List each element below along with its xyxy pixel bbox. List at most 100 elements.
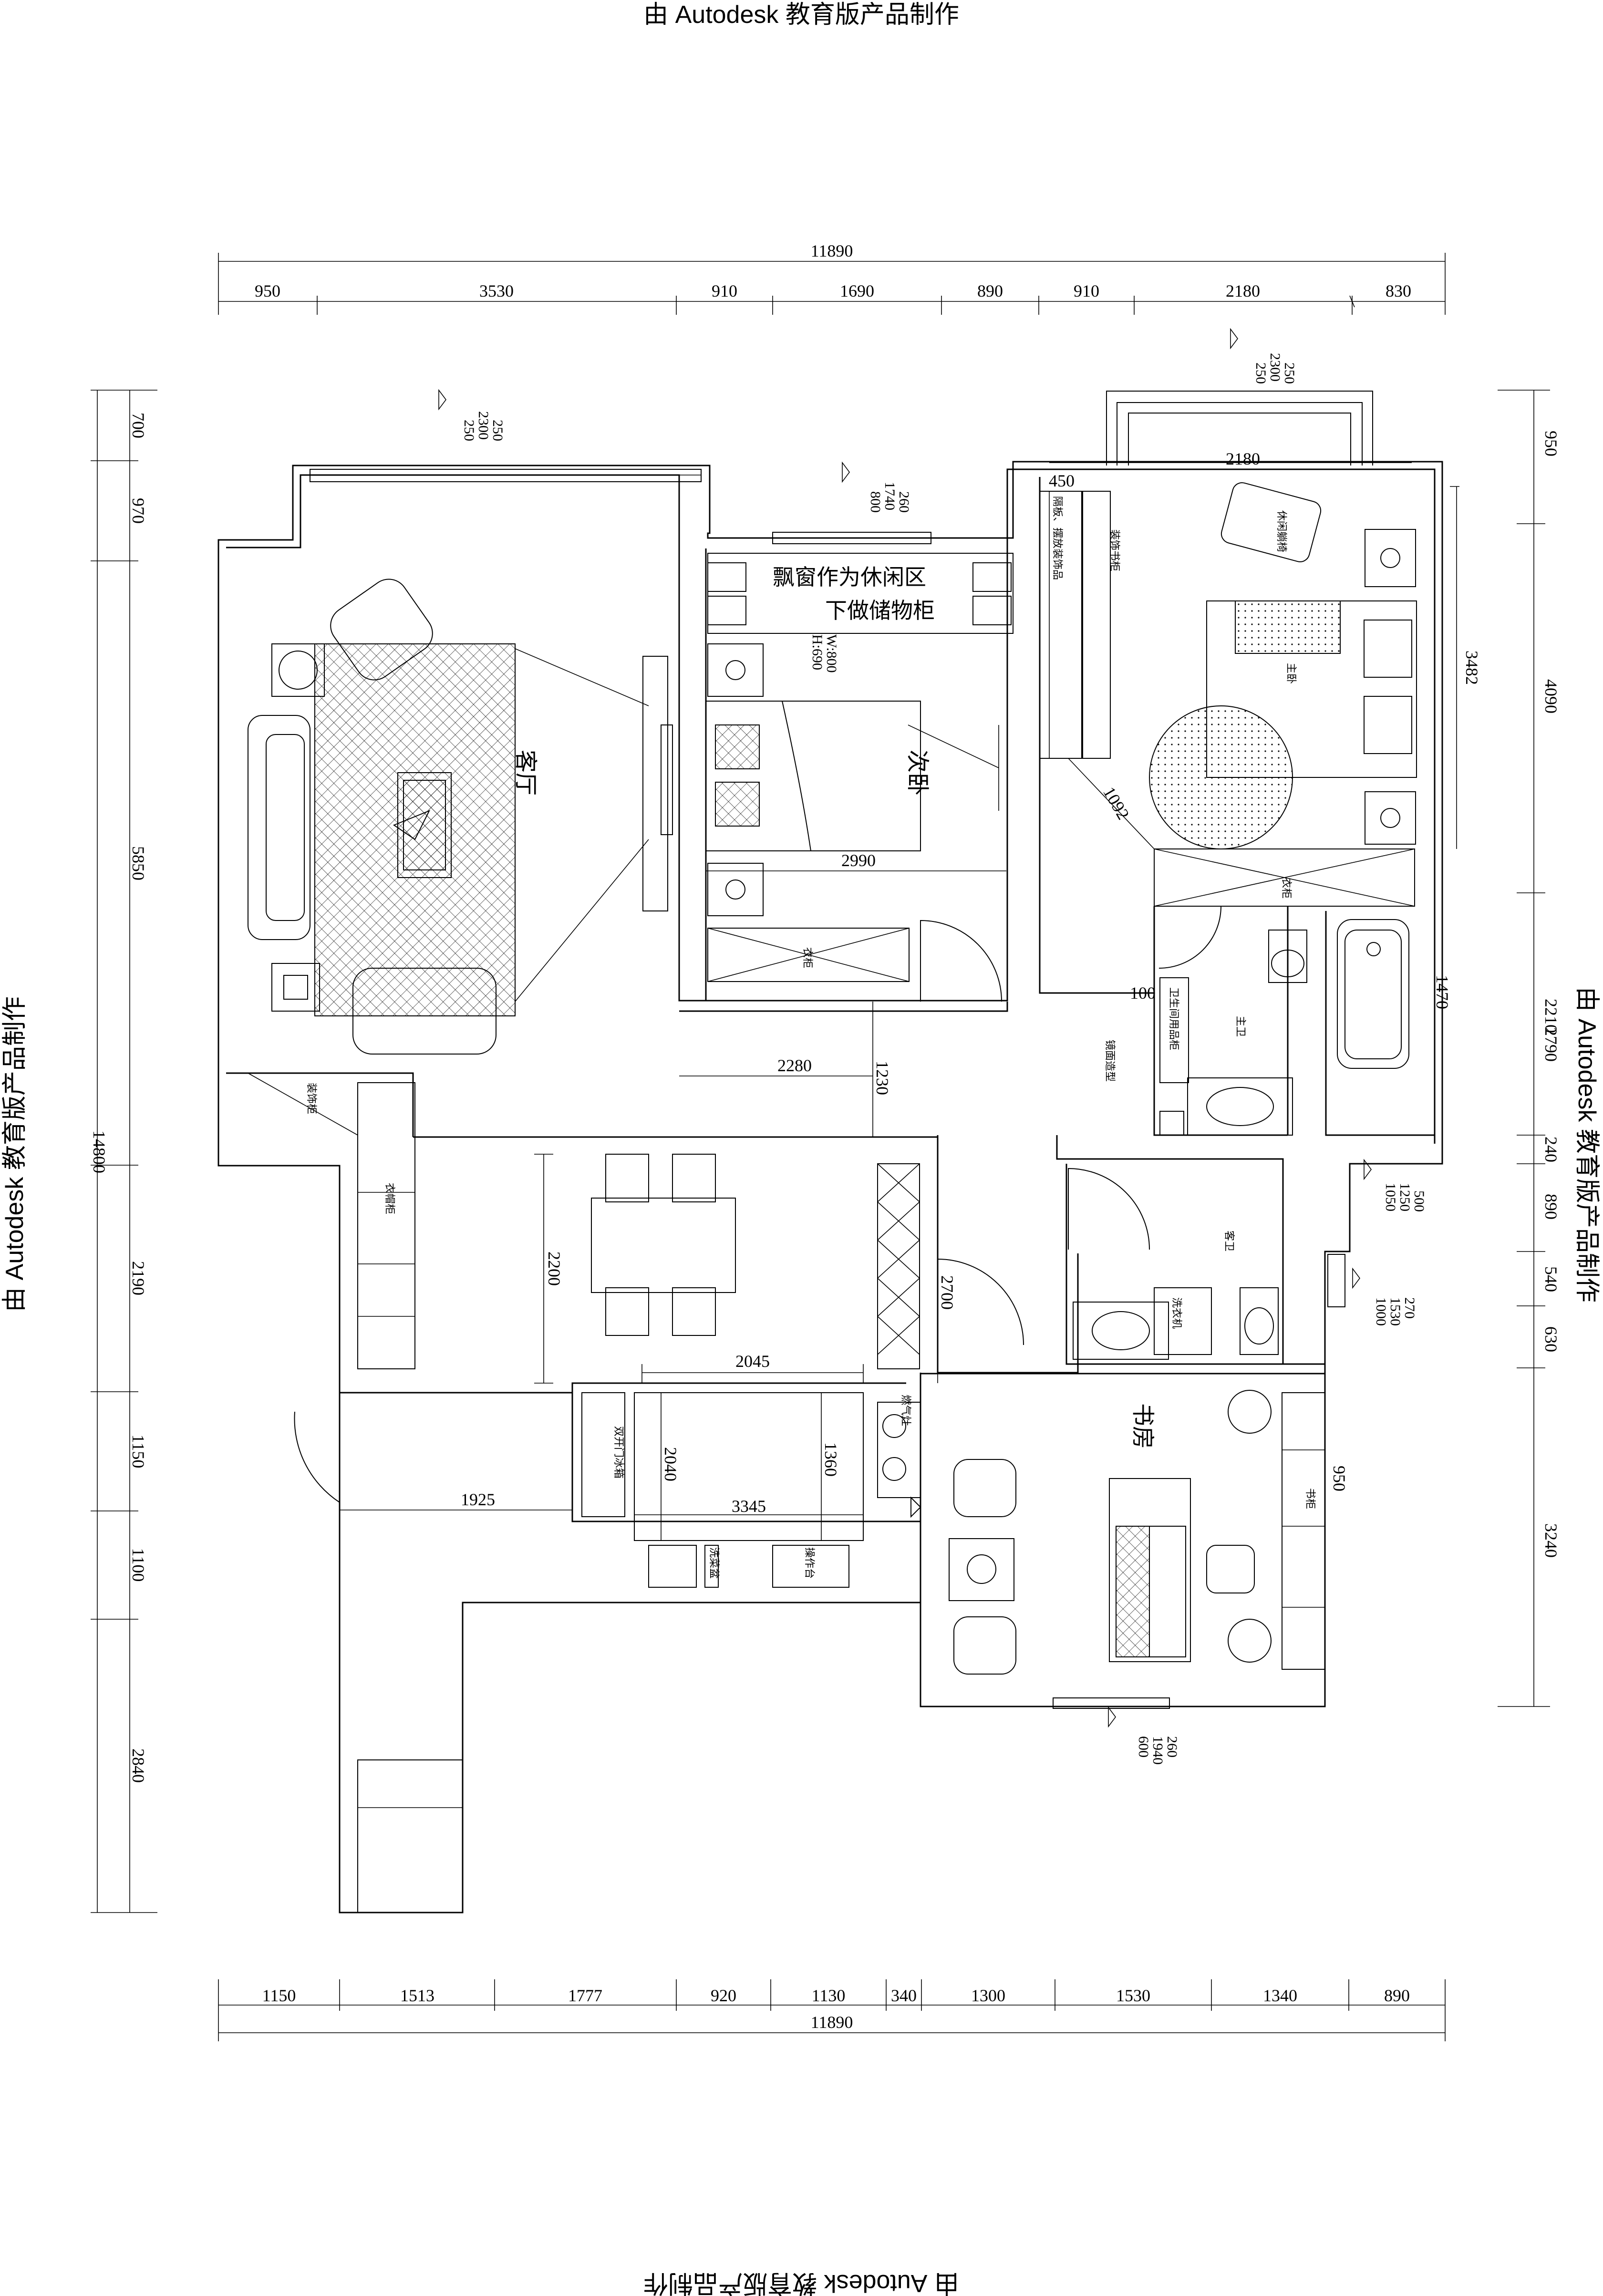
dim-right-7: 3240 — [1541, 1523, 1561, 1558]
dim-right-5: 540 — [1541, 1266, 1561, 1292]
shoe-cabinet — [357, 1759, 463, 1913]
kitchen-fixtures — [581, 1364, 921, 1588]
dim-master-left: 450 — [1049, 471, 1075, 490]
lounge-chair — [330, 579, 433, 681]
dim-kitchen-h: 2040 — [661, 1447, 680, 1481]
dim-master-right: 3482 — [1462, 651, 1481, 685]
label-sanitary-cabinet: 卫生间用品柜 — [1168, 987, 1179, 1050]
dim-bottom-2: 1777 — [568, 1986, 602, 2005]
watermark-bottom: 由 Autodesk 教育版产品制作 — [643, 2269, 959, 2296]
master-bath-fixtures — [1158, 906, 1443, 1136]
stove — [877, 1402, 921, 1498]
dim-kitchen-w: 2045 — [735, 1352, 770, 1371]
desk — [1109, 1478, 1191, 1662]
walls — [217, 391, 1443, 1913]
dim-top-5: 910 — [1074, 281, 1099, 300]
dim-bottom-3: 920 — [711, 1986, 736, 2005]
lvl-master-1: 2300 — [1267, 353, 1283, 382]
label-wardrobe: 衣柜 — [801, 947, 813, 968]
bay-note-line2: 下做储物柜 — [825, 598, 935, 623]
dim-bath-gap: 100 — [1130, 983, 1156, 1003]
dim-top-1: 3530 — [479, 281, 514, 300]
fridge-counter — [581, 1392, 625, 1517]
master-partition-shelf — [1039, 491, 1083, 759]
bookcase — [1282, 1392, 1325, 1670]
room-second-bedroom: 次卧 — [904, 750, 931, 796]
dim-bottom-7: 1530 — [1116, 1986, 1150, 2005]
bed2-wardrobe — [707, 928, 910, 982]
bay-h: H:690 — [809, 634, 825, 670]
label-bookcase: 书柜 — [1304, 1488, 1316, 1509]
lvl-living-2: 250 — [461, 420, 477, 441]
lvl-bed2-2: 800 — [868, 491, 883, 513]
dim-entry-h: 2700 — [938, 1275, 957, 1310]
dim-left-1: 970 — [129, 498, 148, 524]
watermark-left: 由 Autodesk 教育版产品制作 — [1, 996, 29, 1312]
lvl-master-2: 250 — [1253, 362, 1269, 384]
leisure-chair — [1220, 482, 1322, 562]
dim-bed2-width: 2990 — [841, 851, 876, 870]
bay-w: W:800 — [824, 634, 839, 673]
washer — [1154, 1287, 1212, 1355]
dim-left-2: 5850 — [129, 846, 148, 880]
prep-counter — [772, 1545, 849, 1588]
dim-study-w: 950 — [1330, 1466, 1349, 1491]
dim-left-6: 2840 — [129, 1748, 148, 1783]
right-dimension-lines — [1498, 390, 1550, 1707]
dim-dining-h: 2200 — [545, 1251, 564, 1286]
dim-bottom-6: 1300 — [971, 1986, 1005, 2005]
dim-master-diag: 1092 — [1099, 784, 1133, 823]
dining-table — [591, 1198, 736, 1293]
study-furniture — [949, 1390, 1325, 1675]
dim-bottom-5: 340 — [891, 1986, 917, 2005]
lvl-ru-0: 500 — [1411, 1190, 1427, 1212]
dim-corridor: 2280 — [777, 1056, 812, 1075]
room-guest-bath: 客卫 — [1223, 1231, 1235, 1251]
bay-note-line1: 飘窗作为休闲区 — [773, 564, 926, 590]
master-bedroom-furniture — [1039, 462, 1459, 907]
top-dimension-lines — [218, 253, 1446, 315]
dim-kitchen-h2: 1360 — [821, 1442, 840, 1477]
lvl-ru-2: 1050 — [1383, 1183, 1398, 1211]
master-window — [1106, 391, 1373, 465]
dim-right-0: 950 — [1541, 431, 1561, 456]
storage-cabinet — [877, 1163, 920, 1369]
dim-top-3: 1690 — [840, 281, 874, 300]
lvl-study-2: 600 — [1136, 1736, 1151, 1758]
dim-bottom-0: 1150 — [262, 1986, 296, 2005]
label-mirror: 镜面造型 — [1104, 1040, 1116, 1082]
room-living: 客厅 — [512, 750, 539, 796]
lvl-living-1: 2300 — [476, 411, 491, 440]
label-fridge: 双开门冰箱 — [612, 1426, 624, 1479]
bathtub — [1337, 919, 1409, 1069]
label-partition: 隔板、摆放装饰品 — [1051, 496, 1063, 580]
label-stove: 燃气灶 — [900, 1395, 911, 1426]
lvl-rl-0: 270 — [1402, 1297, 1417, 1319]
bedroom2-furniture — [705, 553, 1014, 1002]
dim-bottom-9: 890 — [1384, 1986, 1410, 2005]
dining-furniture — [248, 1073, 920, 1384]
dim-left-0: 700 — [129, 413, 148, 438]
dim-right-3: 240 — [1541, 1137, 1561, 1162]
dim-right-1: 4090 — [1541, 679, 1561, 714]
left-dimension-lines — [91, 390, 157, 1913]
room-master-bedroom: 主卧 — [1285, 663, 1297, 684]
dim-bottom-8: 1340 — [1263, 1986, 1297, 2005]
dim-entry: 1925 — [461, 1490, 495, 1509]
dim-bottom-total: 11890 — [811, 2013, 853, 2032]
label-counter: 操作台 — [803, 1547, 815, 1579]
living-window — [310, 469, 702, 482]
dim-top-total: 11890 — [811, 241, 853, 260]
coat-cabinet — [357, 1082, 415, 1369]
bed2-door — [920, 920, 1002, 1002]
lvl-ru-1: 1250 — [1397, 1183, 1413, 1211]
label-sink: 洗菜盆 — [708, 1547, 720, 1579]
right-window — [1327, 1254, 1345, 1307]
lvl-bed2-0: 260 — [896, 491, 912, 513]
level-markers — [438, 328, 1372, 1728]
dim-right-4: 890 — [1541, 1194, 1561, 1220]
label-leisure-chair: 休闲躺椅 — [1275, 510, 1287, 552]
dim-bottom-4: 1130 — [812, 1986, 846, 2005]
room-study: 书房 — [1129, 1403, 1156, 1449]
